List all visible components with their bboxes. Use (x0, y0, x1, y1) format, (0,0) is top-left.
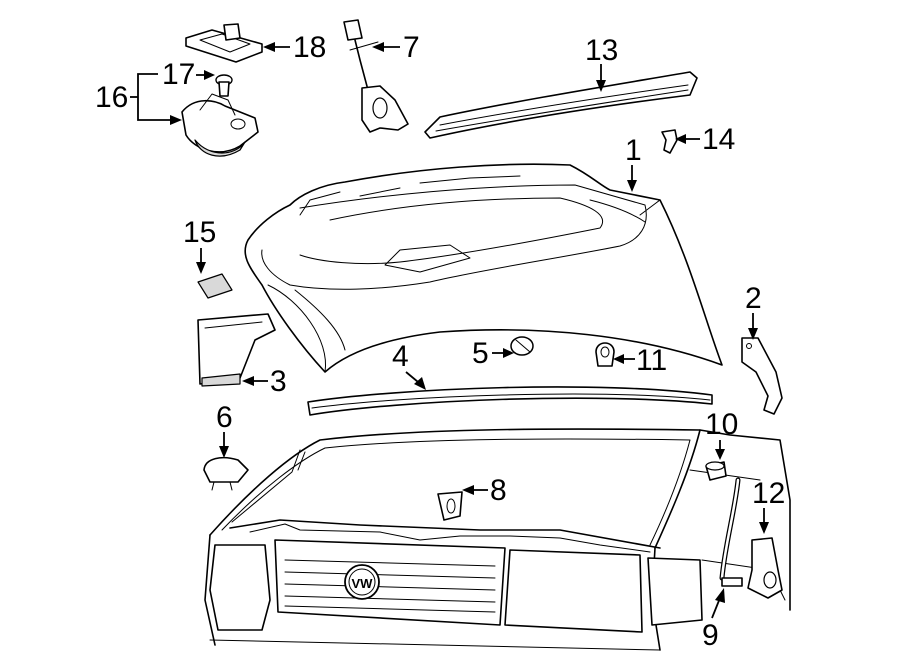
holder-part-12 (747, 537, 783, 599)
windshield-inner-line (221, 438, 691, 546)
latch-bracket (185, 23, 263, 63)
windshield-frame (209, 428, 701, 549)
callout-15: 15 (183, 216, 216, 274)
callout-10: 10 (705, 408, 738, 460)
grommet-part-8 (437, 491, 463, 521)
svg-text:7: 7 (403, 31, 420, 64)
callout-6: 6 (216, 401, 233, 458)
hood-latch (181, 93, 259, 157)
bumper-part-5 (510, 336, 534, 356)
callout-18: 18 (263, 31, 326, 64)
cover-part-6 (203, 456, 249, 491)
hood-seal-strip (307, 386, 713, 416)
clip-part-14 (661, 129, 678, 154)
svg-text:16: 16 (95, 81, 128, 114)
svg-text:1: 1 (625, 134, 642, 167)
svg-text:6: 6 (216, 401, 233, 434)
emblem-text: VW (352, 576, 374, 591)
callout-1: 1 (625, 134, 642, 192)
callout-2: 2 (745, 282, 762, 340)
svg-text:17: 17 (162, 58, 195, 91)
svg-text:11: 11 (636, 344, 667, 377)
svg-text:14: 14 (702, 123, 735, 156)
grille (274, 539, 506, 626)
callout-12: 12 (752, 477, 785, 534)
stop-part-11 (595, 342, 615, 367)
svg-text:15: 15 (183, 216, 216, 249)
svg-text:4: 4 (392, 340, 409, 373)
bolt-part-17 (215, 74, 233, 97)
cowl-edge (229, 519, 661, 549)
pad-part-15 (197, 273, 233, 299)
deflector-part-3 (197, 313, 276, 387)
svg-text:2: 2 (745, 282, 762, 315)
hood-panel (244, 163, 723, 373)
grille-right (504, 549, 643, 633)
svg-text:8: 8 (490, 474, 507, 507)
stop-part-10 (705, 461, 727, 481)
svg-text:9: 9 (702, 619, 719, 652)
callout-9: 9 (702, 588, 725, 652)
a-pillar-left (231, 449, 301, 523)
vw-emblem (344, 564, 380, 600)
callout-13: 13 (585, 34, 618, 92)
callout-7: 7 (372, 31, 420, 64)
callout-14: 14 (675, 123, 735, 156)
callout-5: 5 (472, 337, 514, 370)
svg-text:3: 3 (270, 365, 287, 398)
release-bracket (343, 19, 409, 133)
callout-11: 11 (613, 344, 667, 377)
body-left-side (204, 534, 216, 646)
prop-rod-part-9 (719, 477, 743, 587)
hinge-part-2 (741, 337, 783, 415)
callout-3: 3 (242, 365, 287, 398)
callout-8: 8 (462, 474, 507, 507)
svg-text:18: 18 (293, 31, 326, 64)
body-right-side (699, 429, 791, 611)
callout-4: 4 (392, 340, 426, 390)
svg-text:12: 12 (752, 477, 785, 510)
svg-text:13: 13 (585, 34, 618, 67)
callout-16: 16 (95, 73, 182, 125)
svg-text:5: 5 (472, 337, 489, 370)
headlight-right (647, 557, 703, 626)
hood-outer (244, 163, 723, 373)
cowl-panel (424, 71, 698, 139)
vehicle-front: VW (204, 428, 791, 651)
hood-inner-panel (261, 184, 647, 290)
svg-text:10: 10 (705, 408, 738, 441)
headlight-left (209, 544, 271, 631)
callout-17: 17 (162, 58, 215, 91)
